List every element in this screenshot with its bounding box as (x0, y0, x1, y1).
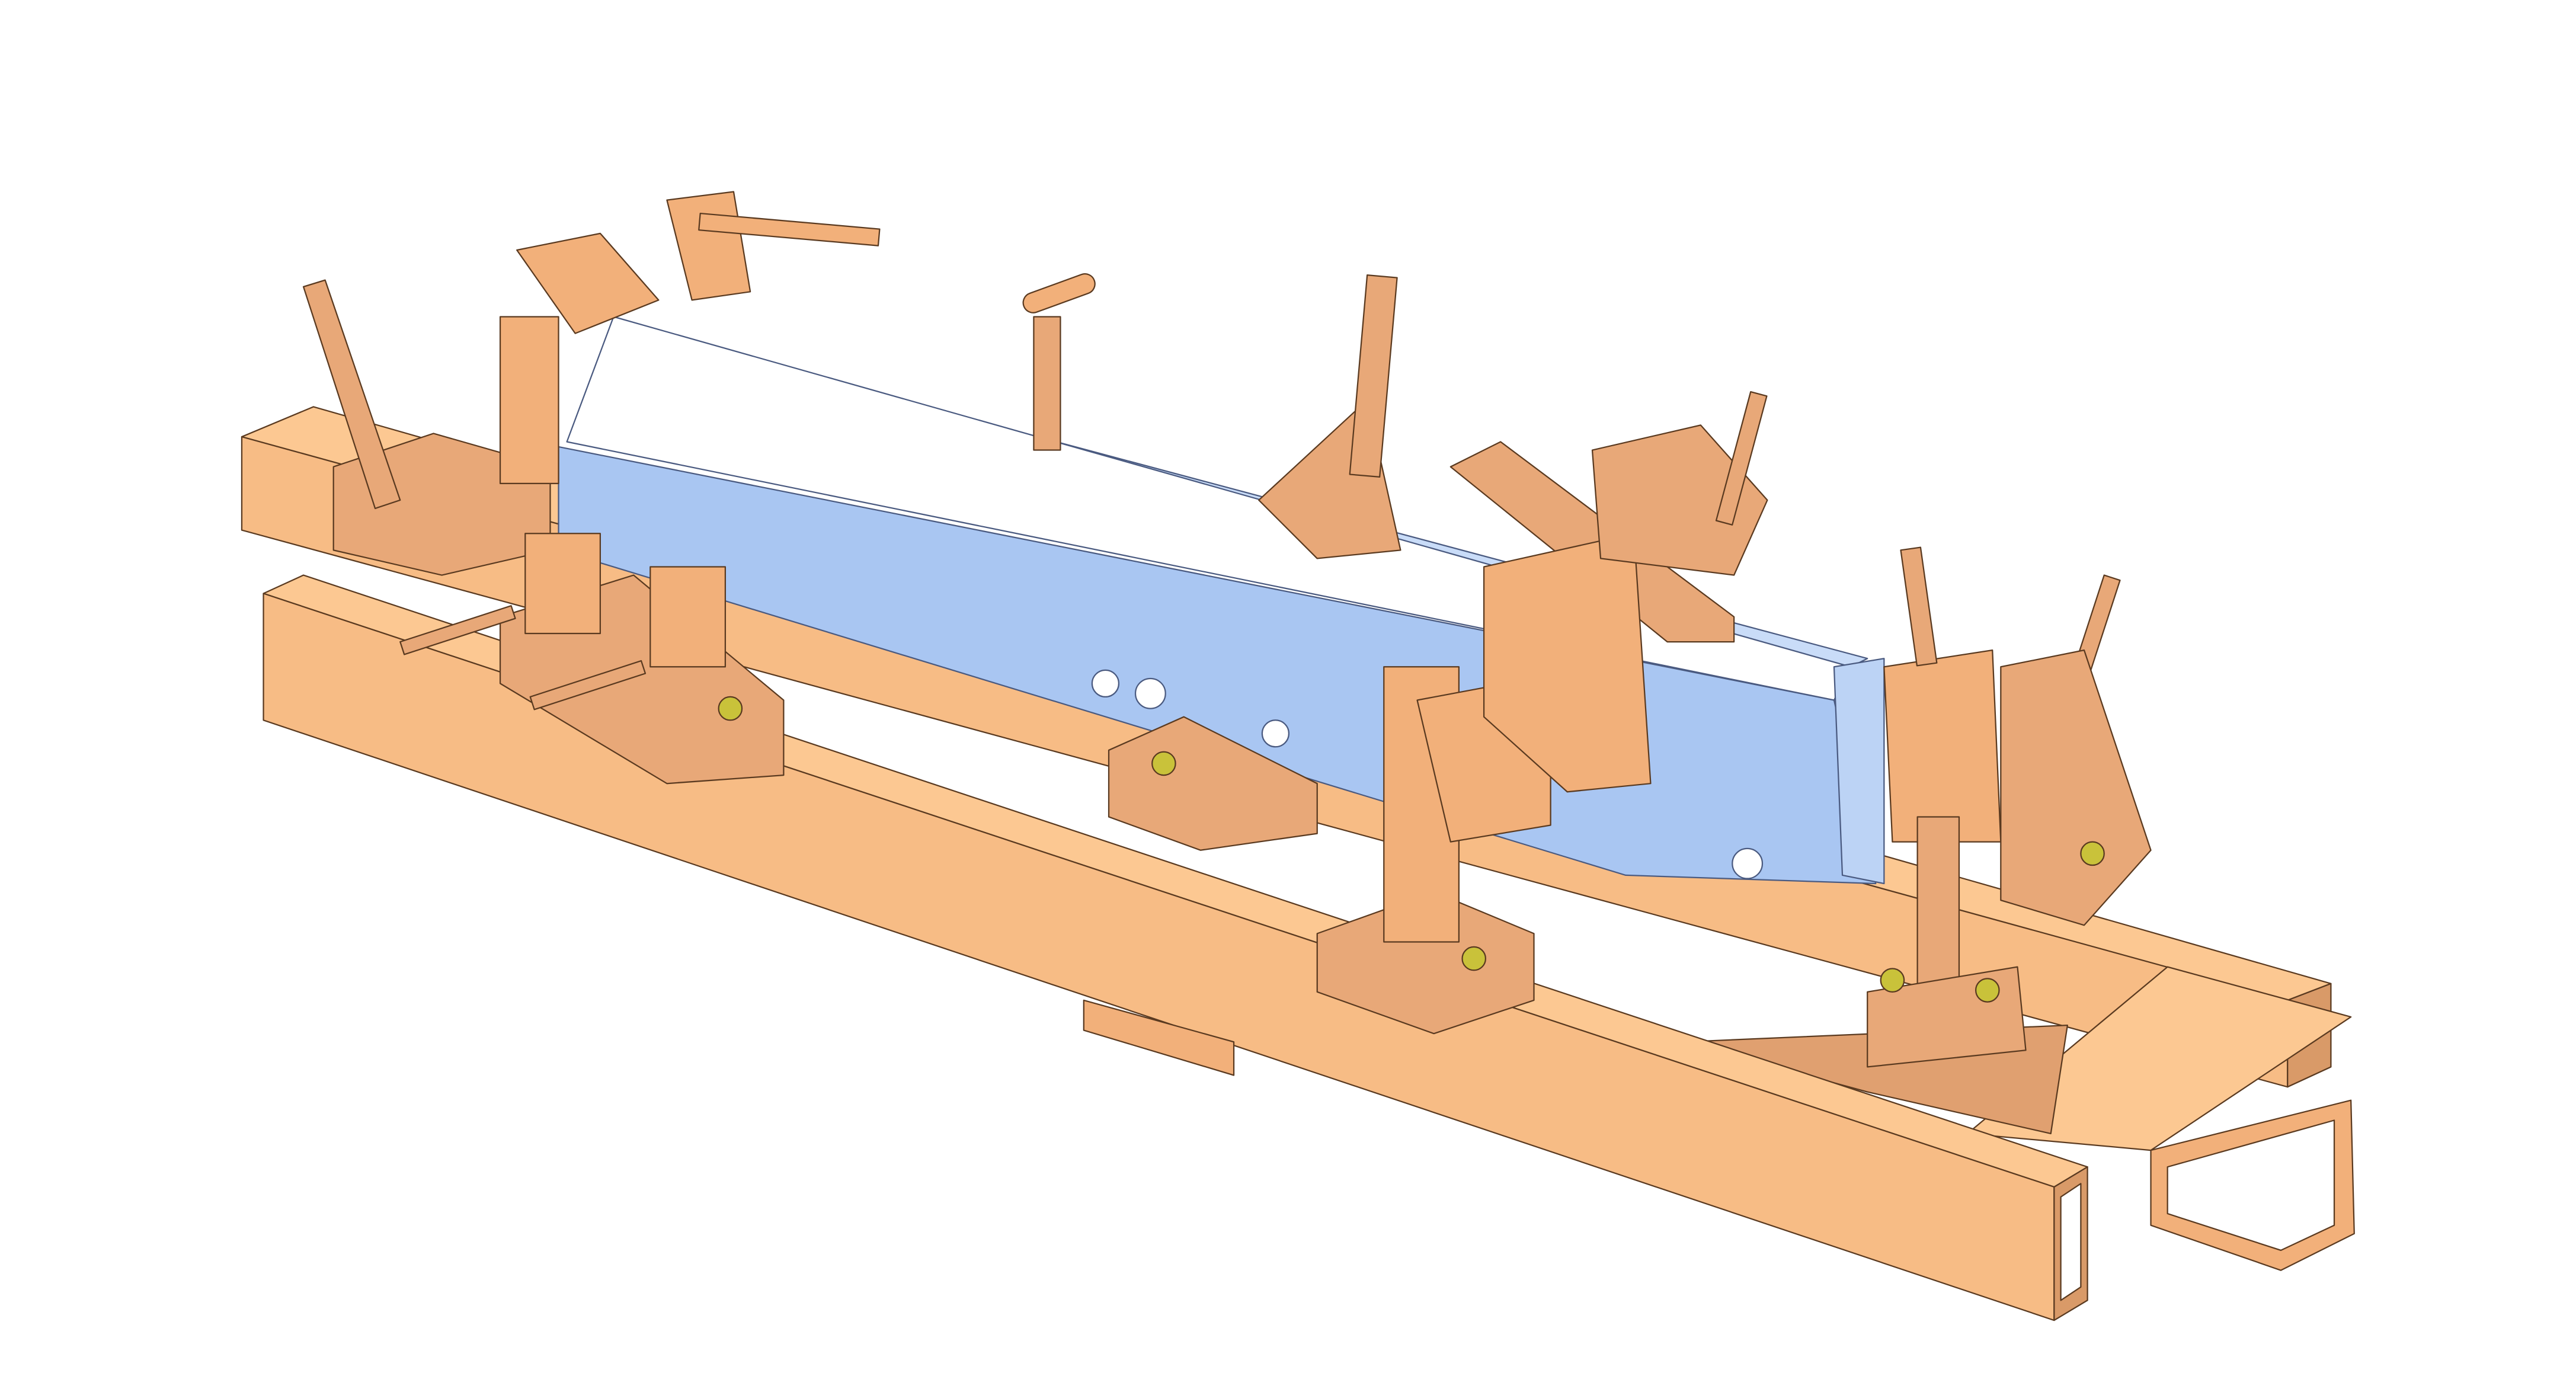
clamp-left-front (399, 533, 785, 785)
clamp-left-rear (302, 191, 881, 576)
clamp-center-front (1108, 666, 1551, 1035)
clamp-right-front (1867, 546, 2152, 1068)
clamp-center-rear (1022, 273, 1401, 559)
clamp-right-rear (1449, 391, 1768, 793)
